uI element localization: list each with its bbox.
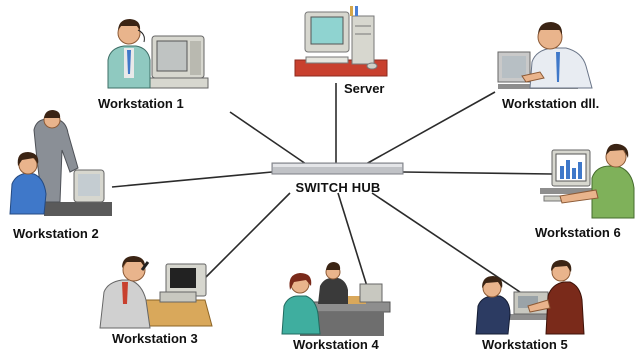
- workstation-4-icon: [281, 262, 391, 336]
- server-label: Server: [344, 81, 385, 96]
- link-workstation-1: [229, 111, 307, 165]
- workstation-1-label: Workstation 1: [98, 96, 184, 111]
- server-icon: [294, 6, 388, 77]
- workstation-4-label: Workstation 4: [293, 337, 379, 352]
- workstation-1-icon: [107, 19, 209, 89]
- workstation-dll-label: Workstation dll.: [502, 96, 600, 111]
- switch-hub-label: SWITCH HUB: [295, 180, 381, 195]
- workstation-6-label: Workstation 6: [535, 225, 621, 240]
- link-workstation-dll: [365, 91, 496, 165]
- link-workstation-4: [337, 192, 371, 297]
- link-workstation-2: [111, 171, 273, 188]
- workstation-2-icon: [9, 110, 112, 216]
- workstation-6-icon: [540, 143, 635, 219]
- link-workstation-3: [204, 192, 291, 279]
- workstation-5-icon: [475, 260, 585, 335]
- workstation-3-label: Workstation 3: [112, 331, 198, 346]
- workstation-3-icon: [99, 256, 213, 329]
- link-workstation-6: [402, 171, 553, 175]
- workstation-2-label: Workstation 2: [13, 226, 99, 241]
- workstation-dll-icon: [497, 22, 593, 89]
- switch-hub: [271, 162, 404, 175]
- links: [111, 83, 553, 297]
- workstation-5-label: Workstation 5: [482, 337, 568, 352]
- link-workstation-5: [371, 192, 521, 293]
